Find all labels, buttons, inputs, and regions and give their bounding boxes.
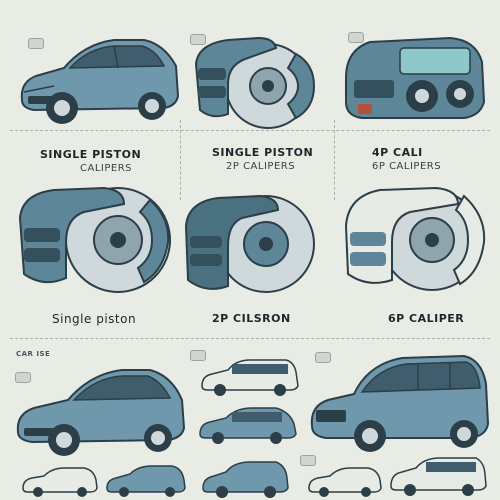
- divider: [10, 130, 490, 131]
- sedan-illustration: [20, 39, 180, 124]
- hatchback-illustration: [199, 407, 297, 444]
- tag-icon: [28, 38, 44, 49]
- tag-icon: [315, 352, 331, 363]
- car-label: CAR ISE: [16, 350, 51, 358]
- small-car-illustration: [22, 467, 98, 497]
- caption-2p-cilsron: 2P CILSRON: [212, 312, 291, 325]
- suv-large-illustration: [310, 354, 490, 452]
- caption-6p-calipers: 6P CALIPERS: [372, 161, 442, 172]
- caption-calipers: CALIPERS: [80, 163, 132, 174]
- divider: [180, 120, 181, 200]
- sedan-large-illustration: [16, 369, 186, 456]
- tag-icon: [300, 455, 316, 466]
- caption-single-piston-row2: Single piston: [52, 312, 137, 326]
- caliper-rotor-illustration-2: [184, 194, 315, 293]
- small-car-illustration: [106, 465, 186, 497]
- wagon-illustration: [201, 359, 299, 396]
- caption-2p-calipers: 2P CALIPERS: [226, 161, 296, 172]
- caption-single-piston-2: SINGLE PISTON: [212, 146, 314, 159]
- caption-6p-caliper: 6P CALIPER: [388, 312, 465, 325]
- single-piston-caliper-illustration: [194, 36, 316, 129]
- small-car-illustration: [202, 461, 289, 498]
- small-suv-illustration: [390, 457, 487, 496]
- caption-4p-cali: 4P CALI: [372, 146, 423, 159]
- divider: [334, 120, 335, 200]
- tag-icon: [15, 372, 31, 383]
- tag-icon: [348, 32, 364, 43]
- caliper-rotor-illustration-1: [18, 186, 171, 293]
- truck-caliper-illustration: [345, 36, 486, 119]
- tag-icon: [190, 350, 206, 361]
- small-car-illustration: [308, 467, 382, 497]
- divider: [10, 338, 490, 339]
- caption-single-piston: SINGLE PISTON: [40, 148, 142, 161]
- caliper-rotor-illustration-3: [344, 186, 486, 291]
- tag-icon: [190, 34, 206, 45]
